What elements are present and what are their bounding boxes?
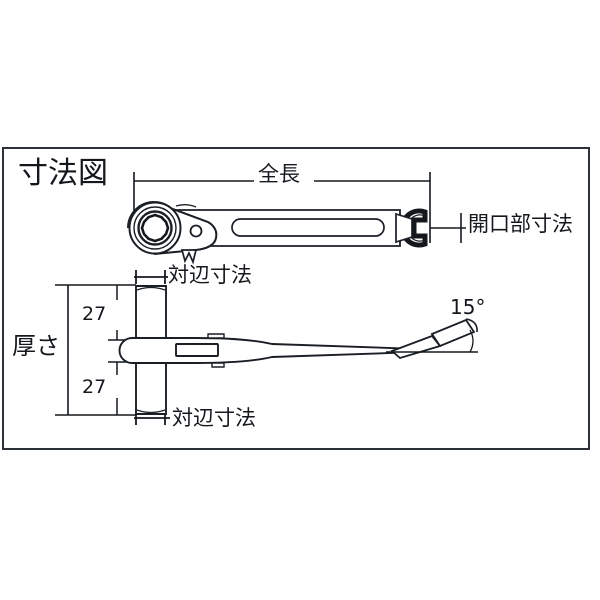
thickness-label: 厚さ bbox=[12, 332, 60, 360]
dimension-value-27-top: 27 bbox=[82, 303, 107, 325]
dimension-value-27-bottom: 27 bbox=[82, 376, 107, 398]
overall-length-label: 全長 bbox=[255, 164, 303, 185]
opening-dimension-label: 開口部寸法 bbox=[468, 212, 573, 236]
page-title: 寸法図 bbox=[18, 156, 108, 191]
bend-angle-label: 15° bbox=[450, 295, 486, 319]
across-flats-label-top: 対辺寸法 bbox=[168, 263, 252, 287]
diagram-frame bbox=[2, 147, 590, 450]
across-flats-label-bottom: 対辺寸法 bbox=[172, 406, 256, 430]
